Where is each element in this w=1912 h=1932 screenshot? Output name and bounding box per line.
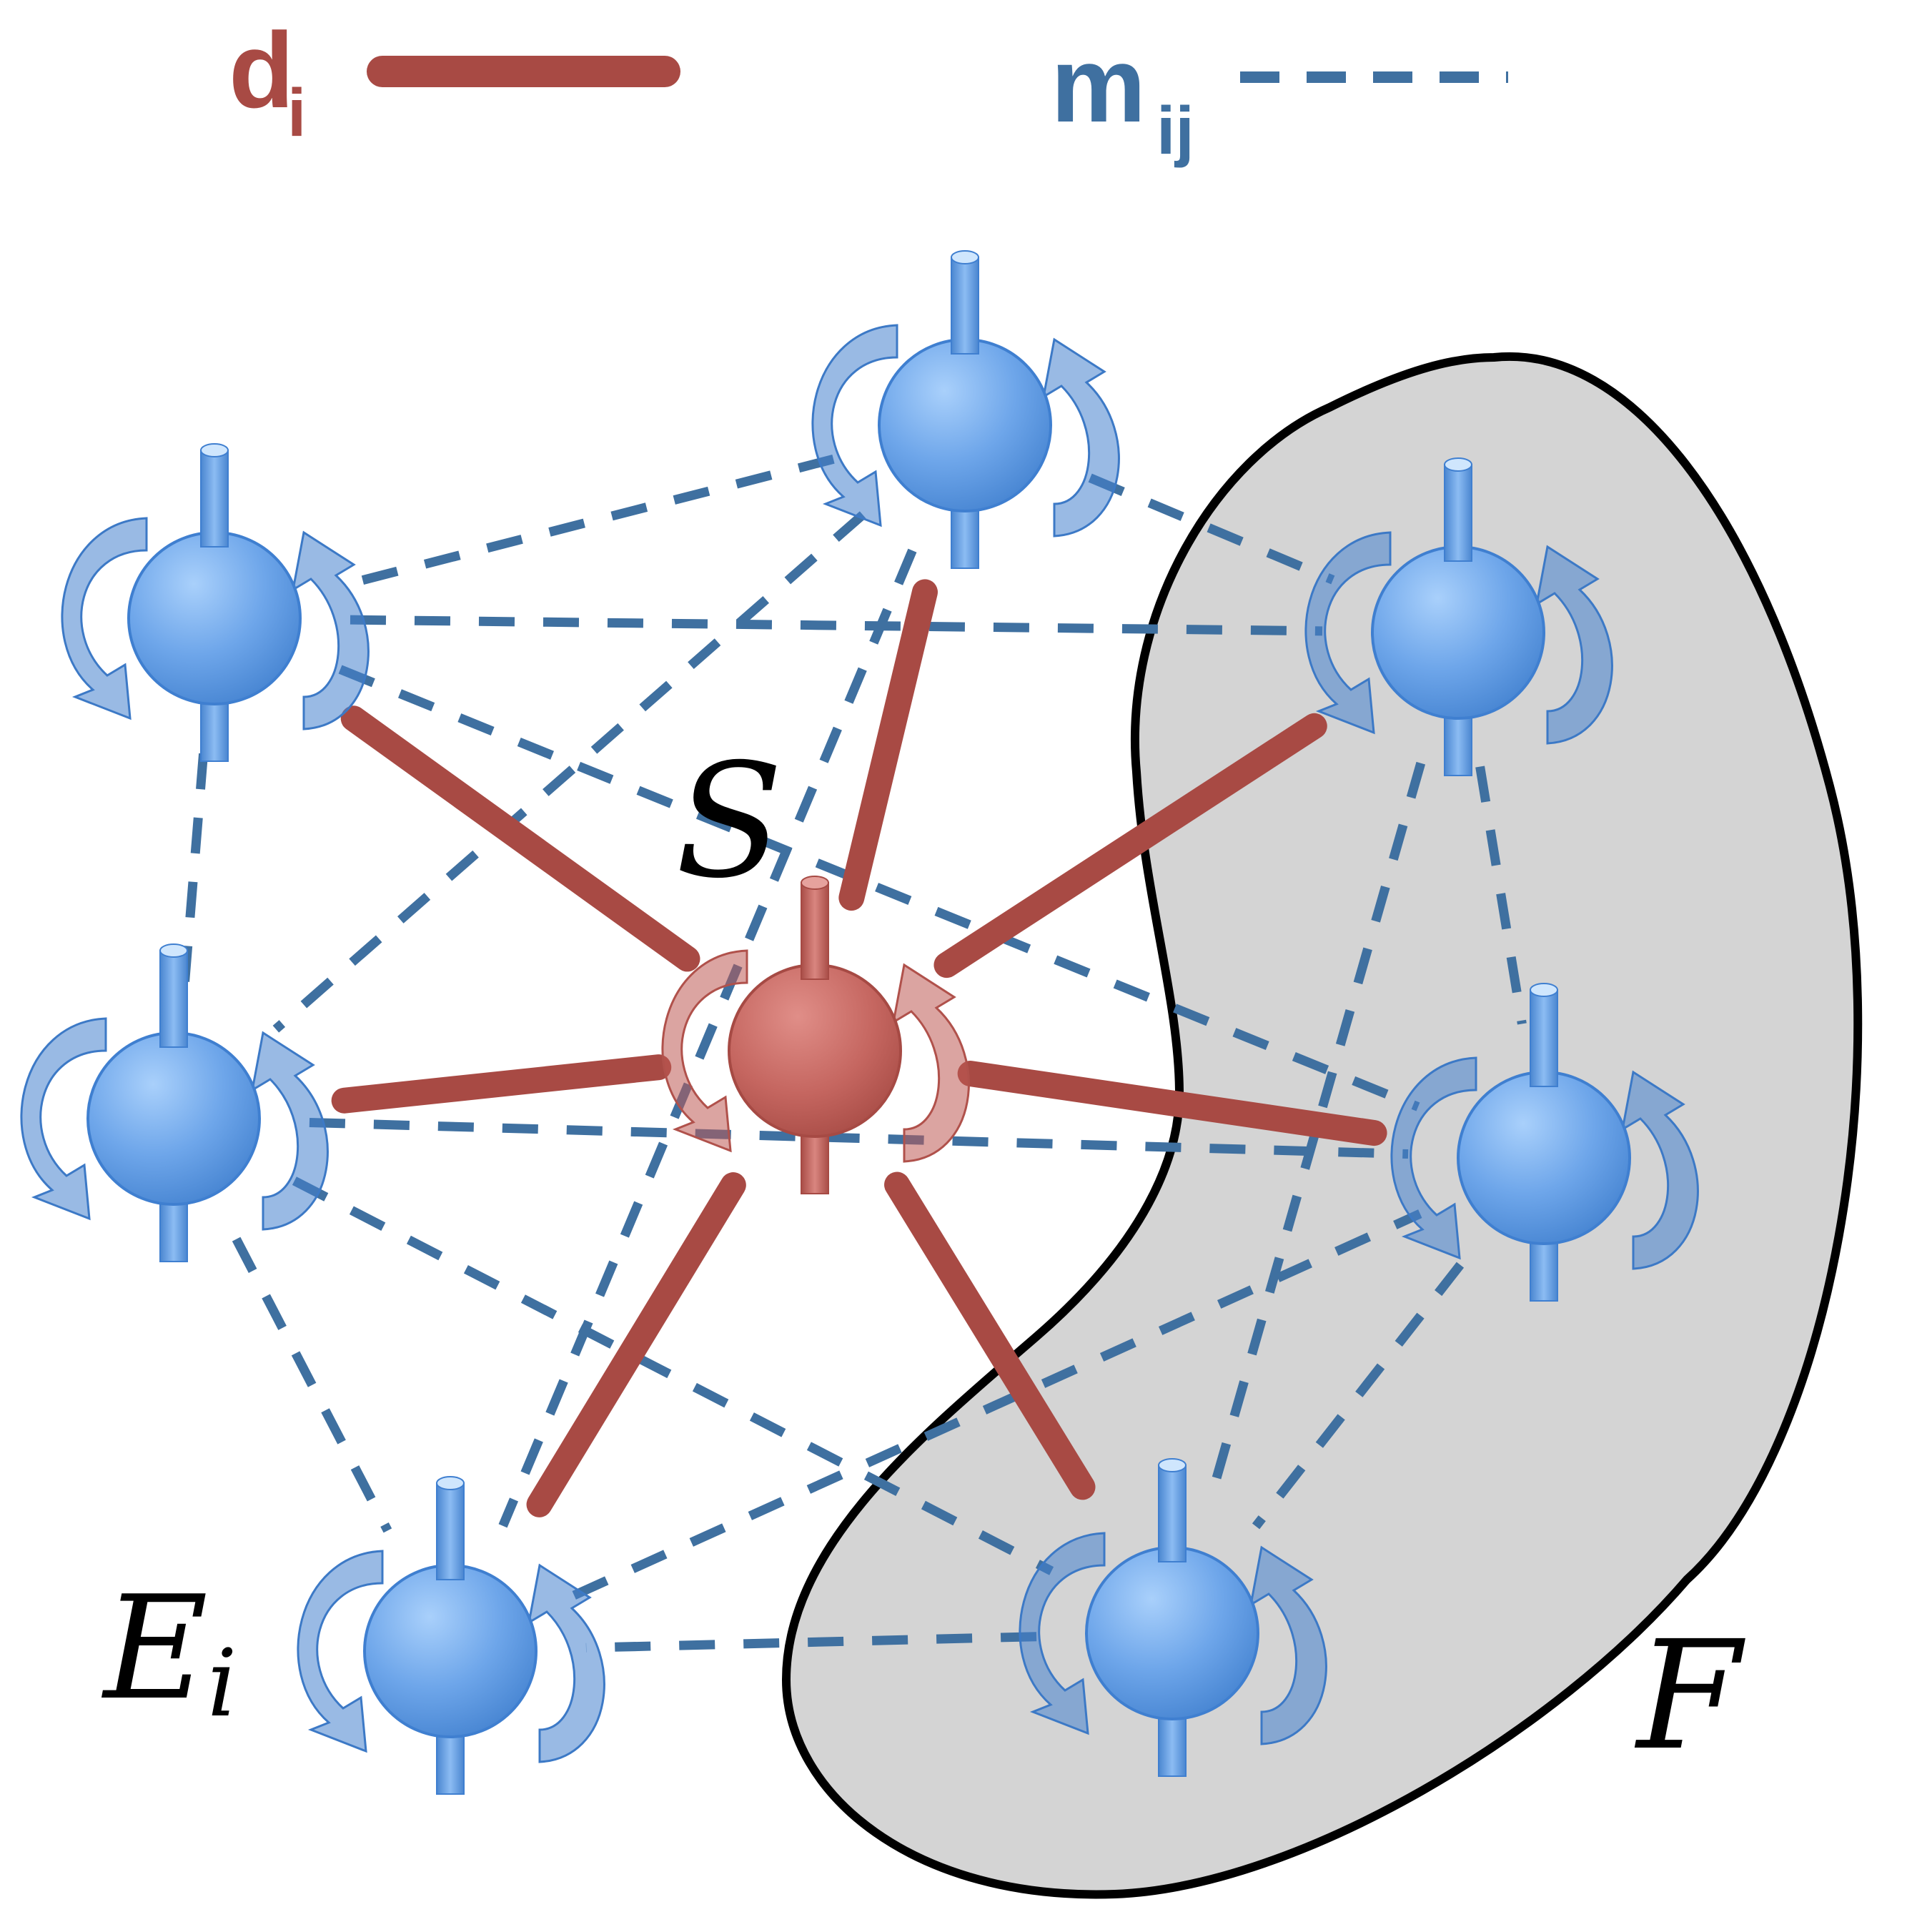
spin-rod-cap: [1158, 1458, 1187, 1472]
spin-rod-cap: [1444, 457, 1472, 472]
spin-rod-top: [1158, 1465, 1187, 1562]
spin-rod-top: [1444, 464, 1472, 562]
rotation-arrow-right-icon: [891, 963, 970, 1163]
environment-spin-icon: [61, 443, 370, 762]
system-label: S: [675, 730, 783, 913]
spins: [20, 250, 1699, 1795]
legend-direct-coupling: d i: [229, 10, 680, 151]
fragment-label: F: [1634, 1608, 1745, 1783]
legend-d-symbol: d: [229, 10, 294, 130]
spin-rod-cap: [951, 250, 979, 264]
legend-m-subscript: ij: [1156, 93, 1194, 169]
rotation-arrow-left-icon: [1304, 531, 1392, 735]
rotation-arrow-left-icon: [1019, 1532, 1106, 1735]
environment-label: E: [101, 1565, 208, 1732]
direct-coupling-line: [340, 705, 700, 972]
spin-rod-cap: [1530, 983, 1558, 997]
rotation-arrow-left-icon: [811, 324, 898, 527]
spin-sphere: [1371, 545, 1545, 720]
environment-spin-icon: [1390, 983, 1699, 1302]
environment-spin-icon: [20, 943, 329, 1262]
spin-sphere: [1457, 1071, 1631, 1245]
spin-rod-cap: [159, 943, 188, 958]
system-spin-icon: [661, 876, 970, 1194]
spin-rod-top: [1530, 989, 1558, 1087]
mutual-coupling-line: [498, 548, 917, 1528]
mutual-coupling-line: [572, 1209, 1422, 1600]
environment-spin-icon: [1019, 1458, 1327, 1777]
legend-d-subscript: i: [287, 75, 306, 151]
direct-coupling-line: [331, 1054, 672, 1114]
spin-rod-cap: [436, 1476, 465, 1490]
mutual-coupling-line: [309, 1117, 1409, 1159]
rotation-arrow-right-icon: [527, 1563, 605, 1763]
spin-rod-top: [436, 1482, 465, 1580]
direct-coupling-line: [526, 1172, 746, 1517]
spin-rod-top: [801, 882, 829, 980]
rotation-arrow-left-icon: [61, 517, 148, 720]
spin-sphere: [878, 338, 1052, 512]
spin-sphere: [86, 1031, 261, 1206]
rotation-arrow-right-icon: [291, 530, 370, 730]
rotation-arrow-left-icon: [297, 1550, 384, 1753]
mutual-coupling-line: [585, 1632, 1037, 1653]
rotation-arrow-right-icon: [1620, 1070, 1699, 1270]
mutual-coupling-line: [232, 1237, 392, 1533]
legend-m-symbol: m: [1051, 24, 1146, 144]
direct-coupling-line: [933, 713, 1327, 979]
spin-rod-top: [951, 257, 979, 355]
mutual-couplings: [179, 455, 1527, 1653]
rotation-arrow-left-icon: [1390, 1056, 1477, 1260]
system-spin-sphere: [728, 963, 902, 1138]
spin-rod-top: [159, 950, 188, 1048]
mutual-coupling-line: [1088, 473, 1335, 585]
mutual-coupling-line: [350, 615, 1323, 636]
environment-spin-icon: [297, 1476, 605, 1795]
rotation-arrow-left-icon: [20, 1017, 107, 1221]
mutual-coupling-line: [1475, 766, 1527, 1025]
mutual-coupling-line: [345, 455, 835, 589]
mutual-coupling-line: [1252, 1262, 1465, 1530]
spin-sphere: [127, 531, 302, 705]
rotation-arrow-right-icon: [1535, 545, 1613, 745]
rotation-arrow-left-icon: [661, 949, 748, 1153]
mutual-coupling-line: [338, 665, 1420, 1111]
mutual-coupling-line: [272, 511, 866, 1033]
rotation-arrow-right-icon: [1249, 1545, 1327, 1745]
spin-rod-top: [200, 450, 229, 548]
direct-coupling-line: [838, 579, 938, 911]
spin-sphere: [363, 1564, 538, 1738]
legend-mutual-coupling: m ij: [1051, 24, 1508, 169]
direct-coupling-line: [957, 1061, 1387, 1146]
environment-spin-icon: [811, 250, 1120, 569]
mutual-coupling-line: [292, 1176, 1054, 1575]
direct-couplings: [331, 579, 1387, 1517]
environment-spin-icon: [1304, 457, 1613, 776]
spin-rod-cap: [200, 443, 229, 457]
spin-rod-cap: [801, 876, 829, 890]
direct-coupling-line: [884, 1171, 1096, 1500]
environment-label-subscript: i: [207, 1629, 237, 1738]
spin-sphere: [1085, 1546, 1259, 1720]
rotation-arrow-right-icon: [250, 1031, 329, 1231]
rotation-arrow-right-icon: [1041, 337, 1120, 538]
legend: d i m ij: [229, 10, 1508, 169]
